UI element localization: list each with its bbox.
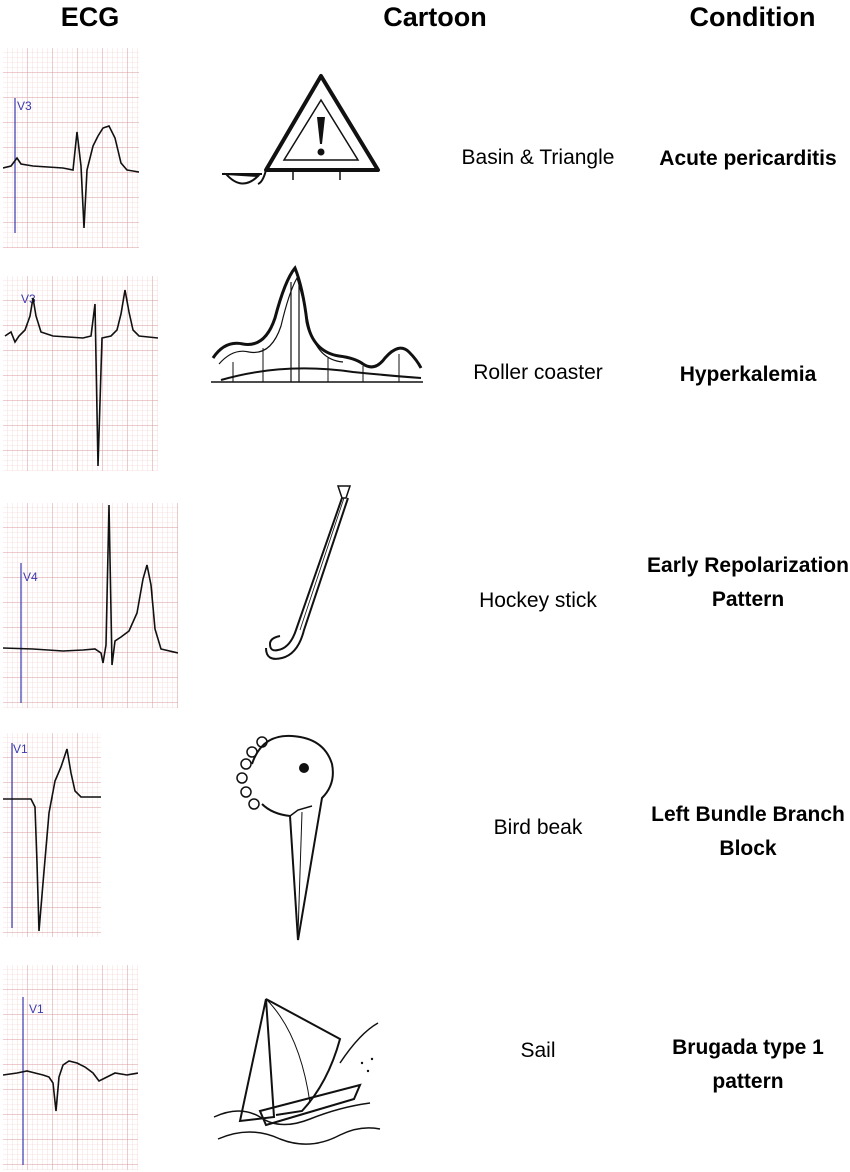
roller-coaster-icon [203,262,425,387]
condition-label: Left Bundle Branch Block [651,803,845,860]
ecg-strip: V1 [3,965,138,1170]
cartoon-description: Hockey stick [479,589,597,612]
ecg-trace-brugada: V1 [3,965,138,1170]
condition-label: Hyperkalemia [679,363,817,386]
lead-label: V1 [29,1002,44,1016]
hockey-stick-icon [260,480,360,665]
cartoon-description: Sail [520,1039,556,1062]
condition-label: Early Repolarization Pattern [647,554,849,611]
bird-beak-icon [232,724,342,944]
lead-label: V3 [17,99,32,113]
cartoon-description: Bird beak [493,816,583,839]
lead-label: V4 [23,570,38,584]
condition-label: Acute pericarditis [659,147,837,170]
condition-column-header: Condition [689,2,816,32]
cartoon-description: Basin & Triangle [461,146,615,169]
condition-label: Brugada type 1 pattern [672,1036,824,1093]
ecg-strip: V1 [3,733,101,937]
ecg-trace-hyperkalemia: V3 [3,276,158,471]
lead-label: V1 [13,742,28,756]
ecg-strip: V3 [3,48,139,248]
ecg-strip: V4 [3,503,178,708]
cartoon-column-header: Cartoon [383,2,487,32]
ecg-strip: V3 [3,276,158,471]
ecg-trace-early-repolarization: V4 [3,503,178,708]
ecg-column-header: ECG [60,2,120,32]
basin-and-triangle-icon [218,72,383,194]
cartoon-description: Roller coaster [473,361,603,384]
ecg-trace-lbbb: V1 [3,733,101,937]
ecg-trace-pericarditis: V3 [3,48,139,248]
sail-icon [210,993,385,1153]
